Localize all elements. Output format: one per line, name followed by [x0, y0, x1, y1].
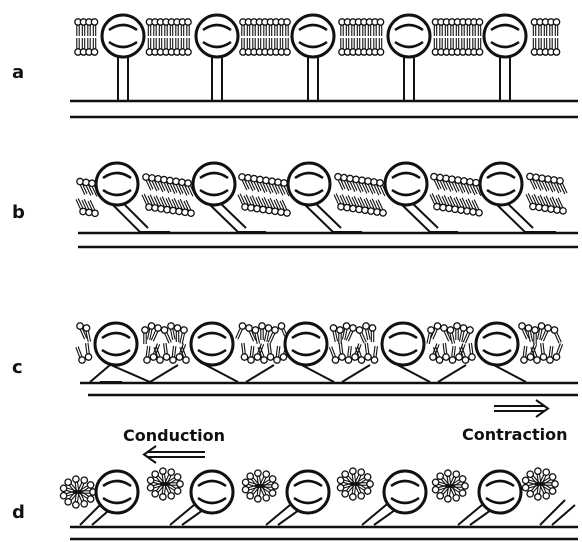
lipid-molecule [337, 327, 343, 344]
conduction-arrow [144, 446, 205, 463]
lipid-molecule [266, 343, 274, 361]
panel-label-b: b [12, 202, 25, 223]
lipid-molecule [363, 343, 371, 361]
lipid-molecule [284, 38, 290, 55]
lipid-molecule [234, 322, 247, 340]
lipid-molecule [162, 343, 170, 361]
lipid-molecule [552, 343, 564, 361]
lipid-molecule [467, 343, 475, 361]
lipid-molecule [476, 19, 482, 36]
contraction-arrow [494, 400, 548, 417]
panel-d [60, 468, 578, 539]
lipid-molecule [377, 19, 383, 36]
panel-label-a: a [12, 62, 24, 83]
panel-label-c: c [12, 357, 23, 378]
lipid-molecule [74, 346, 86, 364]
contraction-label: Contraction [462, 425, 567, 444]
lipid-molecule [369, 325, 375, 342]
lipid-molecule [142, 327, 148, 344]
lipid-molecule [532, 327, 538, 344]
lipid-molecule [284, 19, 290, 36]
panel-b [74, 163, 578, 247]
lipid-molecule [553, 19, 559, 36]
baseline-a [70, 101, 578, 117]
lipid-molecule [441, 343, 449, 361]
lipid-molecule [185, 38, 191, 55]
panel-a [70, 15, 578, 117]
conduction-label: Conduction [123, 426, 225, 445]
baseline-b [78, 233, 578, 247]
lipid-molecule [91, 19, 97, 36]
lipid-molecule [371, 346, 379, 364]
panel-label-d: d [12, 502, 25, 523]
lipid-molecule [259, 323, 265, 340]
stalks-a [118, 55, 510, 100]
lipid-molecule [425, 326, 435, 344]
lipid-molecule [454, 323, 460, 340]
panel-c [74, 322, 578, 395]
lipid-molecule [377, 38, 383, 55]
baseline-d [70, 527, 578, 539]
lipid-molecule [84, 343, 92, 361]
lipid-molecule [185, 19, 191, 36]
lipid-molecule [240, 343, 248, 361]
lipid-molecule [553, 38, 559, 55]
lipid-molecule [550, 326, 563, 344]
lipid-molecule [91, 38, 97, 55]
lipid-molecule [476, 38, 482, 55]
baseline-c [80, 383, 578, 395]
lipid-molecule [174, 325, 180, 342]
lipid-molecule [337, 343, 345, 361]
lipid-molecule [539, 343, 547, 361]
lipid-molecule [327, 346, 339, 364]
